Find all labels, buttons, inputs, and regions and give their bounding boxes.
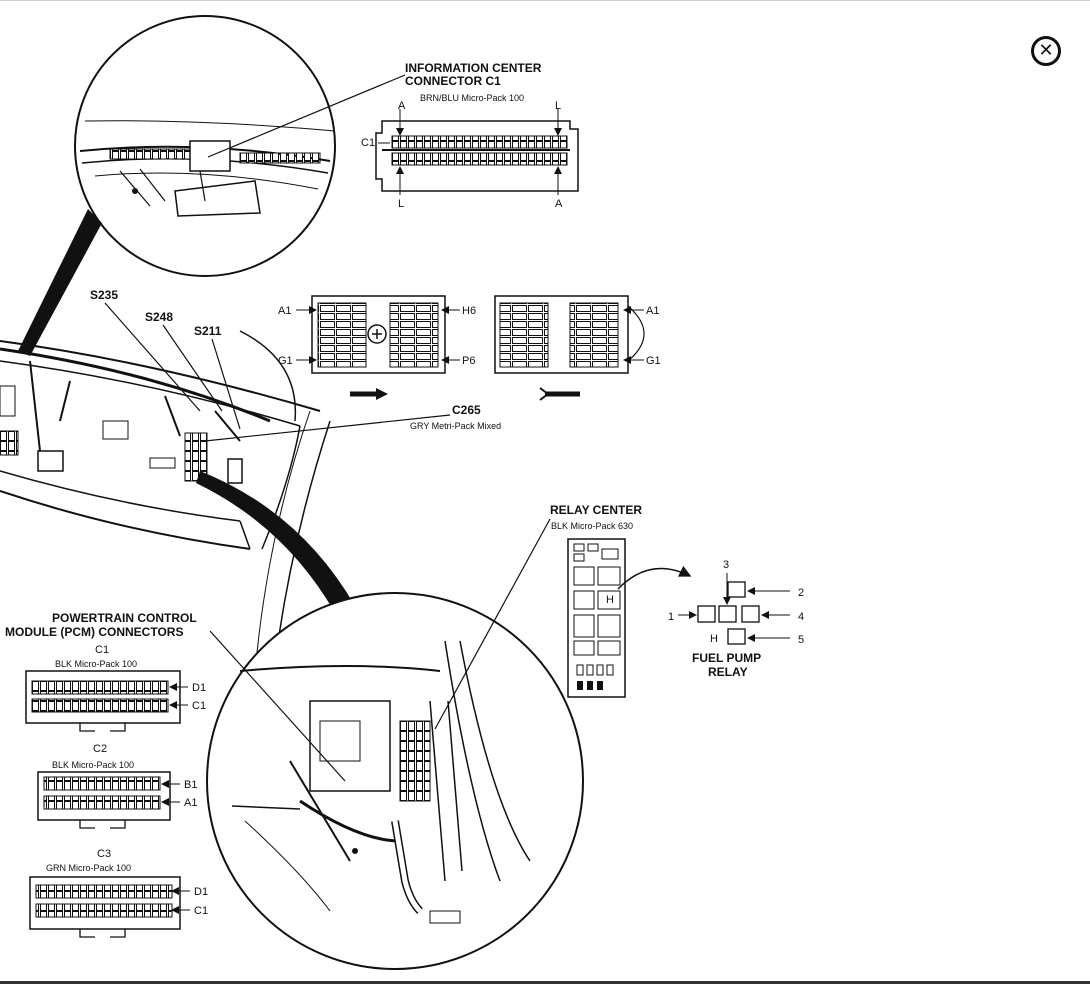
info-center-pin-bottom-left: L (398, 198, 404, 210)
close-icon: ✕ (1038, 40, 1054, 61)
relay-center-spec: BLK Micro-Pack 630 (551, 521, 633, 531)
c265-connector-pair (204, 295, 645, 442)
pcm-connectors (25, 630, 346, 938)
fuel-pump-relay-pin-5: 5 (798, 634, 804, 646)
info-center-spec: BRN/BLU Micro-Pack 100 (420, 93, 524, 103)
info-center-pin-top-left: A (398, 100, 406, 112)
c265-pin-h6: H6 (462, 305, 476, 317)
pcm-title-1: POWERTRAIN CONTROL (52, 611, 197, 625)
bottom-circle-connector-wedge (196, 471, 355, 613)
pcm-c3-pin-top: D1 (194, 886, 208, 898)
fuel-pump-relay-h-label: H (710, 633, 718, 645)
fuel-pump-relay-pinout (678, 573, 790, 645)
pcm-c2-name: C2 (93, 743, 107, 755)
pcm-c1-spec: BLK Micro-Pack 100 (55, 659, 137, 669)
info-center-connector (207, 74, 579, 195)
pcm-title-2: MODULE (PCM) CONNECTORS (5, 625, 183, 639)
c265-pin-a1-right: A1 (646, 305, 659, 317)
fuel-pump-relay-title-1: FUEL PUMP (692, 651, 761, 665)
instrument-panel-drawing (0, 330, 331, 822)
pcm-c1-pin-bottom: C1 (192, 700, 206, 712)
bottom-divider (0, 981, 1090, 984)
pcm-c2-spec: BLK Micro-Pack 100 (52, 760, 134, 770)
bottom-detail-circle (206, 592, 584, 970)
info-center-title-1: INFORMATION CENTER (405, 61, 542, 75)
relay-center-h-label: H (606, 594, 614, 606)
c265-pin-g1-left: G1 (278, 355, 293, 367)
fuel-pump-relay-pin-1: 1 (668, 611, 674, 623)
relay-center-block (434, 518, 692, 730)
fuel-pump-relay-pin-3: 3 (723, 559, 729, 571)
splice-s235: S235 (90, 288, 118, 302)
c265-pin-p6: P6 (462, 355, 475, 367)
c265-spec: GRY Metri-Pack Mixed (410, 421, 501, 431)
fuel-pump-relay-pin-4: 4 (798, 611, 804, 623)
splice-leaders (104, 302, 241, 430)
info-center-pin-bottom-right: A (555, 198, 563, 210)
fuel-pump-relay-title-2: RELAY (708, 665, 748, 679)
c265-name: C265 (452, 403, 481, 417)
info-center-title-2: CONNECTOR C1 (405, 74, 501, 88)
top-detail-circle (74, 15, 336, 277)
pcm-c3-pin-bottom: C1 (194, 905, 208, 917)
c265-pin-g1-right: G1 (646, 355, 661, 367)
pcm-c3-name: C3 (97, 848, 111, 860)
c265-pin-a1-left: A1 (278, 305, 291, 317)
top-circle-connector-wedge (18, 209, 102, 356)
fuel-pump-relay-pin-2: 2 (798, 587, 804, 599)
pcm-c3-spec: GRN Micro-Pack 100 (46, 863, 131, 873)
pcm-c1-pin-top: D1 (192, 682, 206, 694)
relay-center-title: RELAY CENTER (550, 503, 642, 517)
pcm-c1-name: C1 (95, 644, 109, 656)
pcm-c2-pin-top: B1 (184, 779, 197, 791)
close-button[interactable]: ✕ (1031, 36, 1061, 66)
pcm-c2-pin-bottom: A1 (184, 797, 197, 809)
info-center-connector-id: C1 (361, 137, 375, 149)
splice-s211: S211 (194, 324, 222, 338)
info-center-pin-top-right: L (555, 100, 561, 112)
splice-s248: S248 (145, 310, 173, 324)
